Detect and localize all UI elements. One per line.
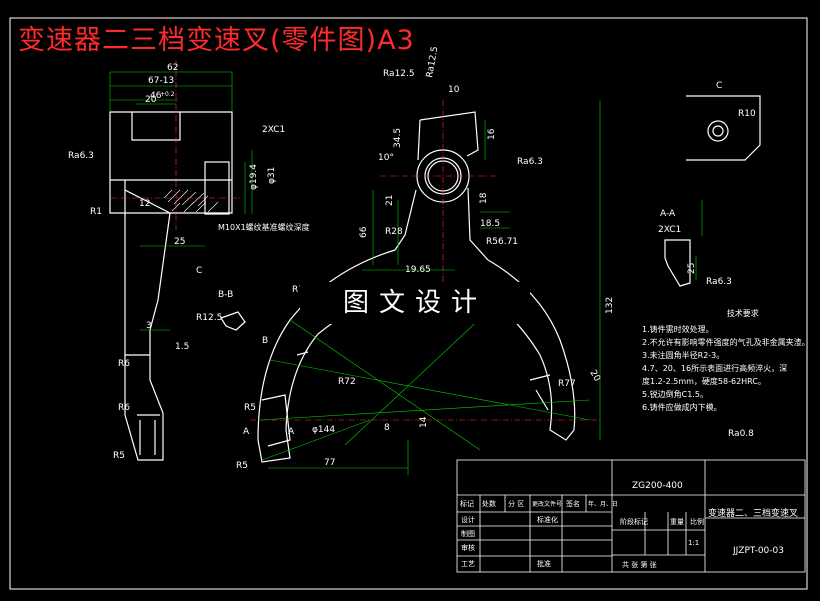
dim-r6a: R6 [118,359,130,369]
tb-weight: 重量 [670,518,684,526]
tb-r5: 批准 [537,559,551,568]
dim-16: 16 [487,128,497,140]
dim-345: 34.5 [393,128,403,148]
tech-item: 2.不允许有影响零件强度的气孔及非金属夹渣。 [642,338,810,347]
dim-r77: R77 [558,379,576,389]
section-c [686,95,761,161]
side-view [109,111,233,461]
dimension-texts: 62 67-13 46 46 20 +0.2 2XC1 φ19.4 φ31 12… [68,46,756,471]
tb-scale: 1:1 [688,539,699,547]
section-c-label: C [716,81,722,91]
dim-tol: +0.2 [160,91,175,98]
dim-8: 8 [384,423,390,433]
tech-item: 4.7、20、16所示表面进行高频淬火，深 [642,364,788,373]
ra-top: Ra12.5 [383,69,415,79]
arrow-b-label: B [262,336,268,346]
dim-r5b: R5 [236,461,248,471]
ra-08: Ra0.8 [728,429,754,439]
tb-r4: 工艺 [461,560,475,568]
dim-185: 18.5 [480,219,500,229]
dim-25: 25 [174,237,185,247]
arrow-a-label-2: A [288,427,295,437]
dim-10: 10 [448,85,460,95]
title-block-grid [456,459,806,573]
tech-item: 6.铸件应做成内下模。 [642,403,722,412]
tb-h1: 处数 [482,499,496,508]
dim-r6b: R6 [118,403,130,413]
tb-h0: 标记 [460,499,474,508]
arrow-a-label: A [243,427,250,437]
tech-item: 度1.2-2.5mm，硬度58-62HRC。 [642,377,766,386]
dim-15: 1.5 [175,342,189,352]
drawing-title: 变速器二三档变速叉(零件图)A3 [18,25,415,56]
dim-62: 62 [167,63,178,73]
tb-part-name: 变速器二、三档变速叉 [708,507,798,519]
dim-phi31: φ31 [267,167,277,184]
dim-66: 66 [359,226,369,238]
tb-r1: 标准化 [537,515,558,524]
dim-46b: 46 [150,91,162,101]
tb-h2: 分 区 [508,499,524,508]
tb-r3: 审核 [461,543,475,552]
dim-r1: R1 [90,207,102,217]
dim-phi19: φ19.4 [249,164,259,190]
dim-77: 77 [324,458,335,468]
tb-material: ZG200-400 [632,481,683,491]
dim-phi144: φ144 [312,425,335,435]
tb-sheet: 共 张 第 张 [622,560,657,569]
tb-r2: 制图 [461,529,475,538]
dim-r5671: R56.71 [486,237,518,247]
section-aa [664,239,691,287]
dim-14: 14 [419,416,429,428]
dim-2xc1b: 2XC1 [658,225,681,235]
tb-scale-label: 比例 [690,517,704,526]
tb-h5: 年、月、日 [588,500,618,508]
tb-stage: 阶段标记 [620,517,648,526]
dim-r10: R10 [738,109,756,119]
dim-18: 18 [479,192,489,204]
dim-21: 21 [385,195,395,206]
dim-12: 12 [139,199,150,209]
ra-side: Ra6.3 [68,151,94,161]
sheet-border [9,17,808,590]
tb-h3: 更改文件号 [532,500,562,508]
tb-drawing-no: JJZPT-00-03 [732,546,784,556]
tech-item: 1.铸件需时效处理。 [642,325,714,334]
cut-c-label: C [196,266,202,276]
tech-title: 技术要求 [726,309,759,318]
dim-132: 132 [605,297,615,314]
dim-thread-note: M10X1螺纹基准螺纹深度 [218,222,310,232]
section-bb-label: B-B [218,290,233,300]
dim-r5c: R5 [244,403,256,413]
dim-r28: R28 [385,227,403,237]
tech-item: 3.未注圆角半径R2-3。 [642,351,725,360]
center-lines-fork [250,100,600,421]
dim-2xc1: 2XC1 [262,125,285,135]
tb-r0: 设计 [461,515,475,524]
ra-aa: Ra6.3 [706,277,732,287]
dim-r125: R12.5 [196,313,222,323]
section-aa-dims [695,200,703,280]
dim-1965: 19.65 [405,265,431,275]
dim-25b: 25 [687,263,697,274]
dim-3: 3 [146,321,152,331]
ra-fork: Ra6.3 [517,157,543,167]
section-bb [220,311,246,331]
watermark: 图文设计 [300,282,530,324]
technical-requirements: 技术要求 1.铸件需时效处理。 2.不允许有影响零件强度的气孔及非金属夹渣。 3… [642,307,810,414]
dim-r5: R5 [113,451,125,461]
dimension-lines [109,71,601,475]
tb-h4: 签名 [566,499,580,508]
side-hatch [163,189,219,213]
dim-20: 20 [145,95,157,105]
section-aa-label: A-A [660,209,676,219]
center-lines-left [110,60,240,230]
tech-item: 5.锐边倒角C1.5。 [642,390,708,399]
dim-r72: R72 [338,377,356,387]
dim-67: 67-13 [148,76,174,86]
dim-10deg: 10° [378,153,394,163]
ra-top2: Ra12.5 [425,46,440,79]
